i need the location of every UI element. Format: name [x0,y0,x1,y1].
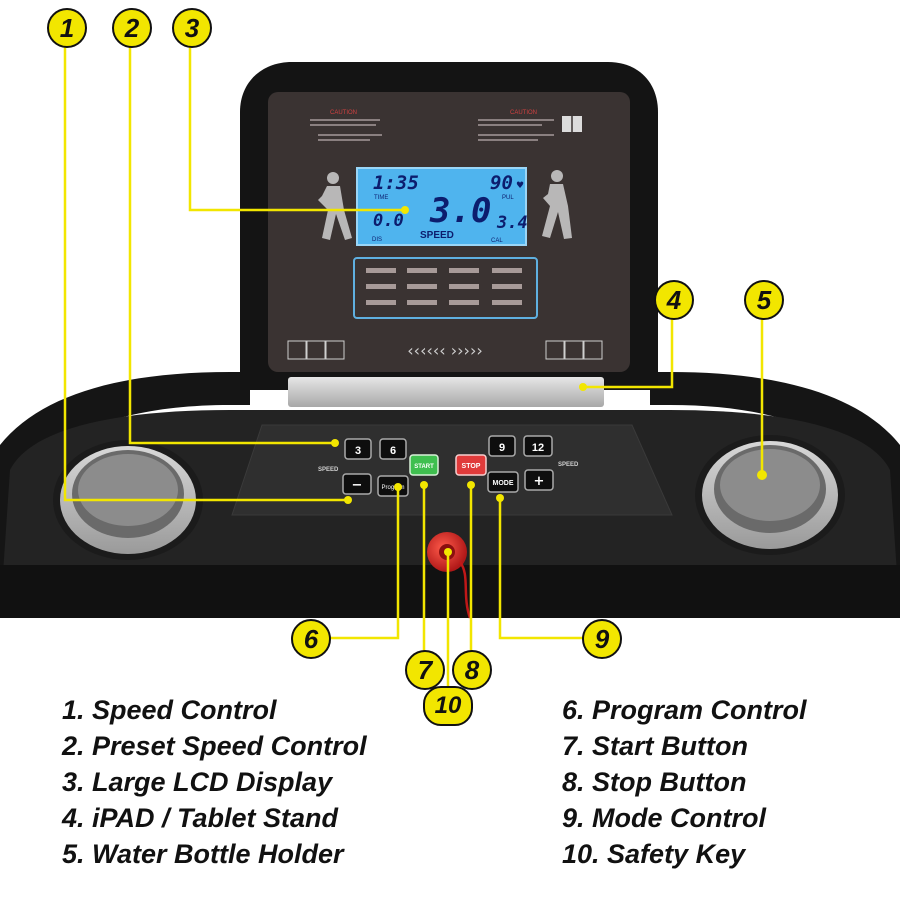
legend-item-program-control: 6. Program Control [562,695,807,725]
callout-3: 3 [172,8,212,48]
callout-2: 2 [112,8,152,48]
callout-leader-lines [63,26,764,702]
svg-text:CAUTION: CAUTION [330,110,357,116]
preset-speed-9-button[interactable]: 9 [488,435,516,457]
manual-book-icon [562,116,582,132]
callout-8: 8 [452,650,492,690]
console-panel [231,424,673,516]
lcd-time: 1:35 [373,172,419,194]
speed-label-left: SPEED [318,467,339,473]
lcd-calories-label: CAL [491,238,503,244]
preset-speed-3-button[interactable]: 3 [344,438,372,460]
legend-item-lcd-display: 3. Large LCD Display [62,767,333,797]
console-lower-band [0,565,900,618]
program-button[interactable]: Program [377,475,409,497]
lcd-time-label: TIME [374,195,388,201]
legend-item-speed-control: 1. Speed Control [62,695,277,725]
callout-dots [331,206,767,556]
svg-text:Program: Program [381,485,404,491]
chevron-row-icon: ‹‹‹‹‹‹ ››››› [407,341,482,360]
callout-6: 6 [291,619,331,659]
callout-4: 4 [654,280,694,320]
caution-right: CAUTION [478,110,554,141]
svg-text:−: − [352,478,363,493]
lcd-distance: 0.0 [373,211,404,231]
runner-left-icon [318,172,352,240]
svg-text:9: 9 [499,442,505,454]
legend-item-water-bottle-holder: 5. Water Bottle Holder [62,839,344,869]
svg-text:CAUTION: CAUTION [510,110,537,116]
right-cup-holder [695,435,845,555]
caution-left: CAUTION [310,110,382,141]
callout-7: 7 [405,650,445,690]
legend-left: 1. Speed Control 2. Preset Speed Control… [62,692,367,872]
speed-up-button[interactable]: + [524,469,554,491]
stop-button[interactable]: STOP [455,454,487,476]
callout-9: 9 [582,619,622,659]
tablet-stand [288,377,604,407]
lcd-calories: 3.4 [496,213,528,233]
program-profile-panel [353,257,538,319]
mode-icons-right [545,340,603,360]
lcd-speed: 3.0 [429,191,491,231]
lcd-distance-label: DIS [372,237,382,243]
speed-down-button[interactable]: − [342,473,372,495]
callout-1: 1 [47,8,87,48]
svg-text:STOP: STOP [462,463,481,470]
preset-speed-6-button[interactable]: 6 [379,438,407,460]
svg-text:3: 3 [355,445,361,457]
legend-item-stop-button: 8. Stop Button [562,767,747,797]
legend-item-mode-control: 9. Mode Control [562,803,766,833]
svg-text:12: 12 [532,442,544,454]
legend-right: 6. Program Control 7. Start Button 8. St… [562,692,807,872]
lcd-pulse: 90 [490,172,513,194]
legend-item-tablet-stand: 4. iPAD / Tablet Stand [62,803,339,833]
legend-item-preset-speed-control: 2. Preset Speed Control [62,731,367,761]
legend-item-start-button: 7. Start Button [562,731,748,761]
speed-label-right: SPEED [558,462,579,468]
heart-icon: ♥ [516,181,524,191]
legend-item-safety-key: 10. Safety Key [562,839,746,869]
runner-right-icon [542,170,572,239]
svg-text:MODE: MODE [493,480,514,487]
svg-text:START: START [414,464,434,470]
lcd-display: 1:35 TIME 90 ♥ PUL 3.0 SPEED 0.0 DIS 3.4… [356,167,528,246]
preset-speed-12-button[interactable]: 12 [523,435,553,457]
start-button[interactable]: START [409,454,439,476]
lcd-pulse-label: PUL [502,195,514,201]
mode-icons-left [287,340,345,360]
mode-button[interactable]: MODE [487,471,519,493]
lcd-speed-label: SPEED [420,230,454,241]
callout-5: 5 [744,280,784,320]
callout-10: 10 [423,686,473,726]
svg-text:6: 6 [390,445,396,457]
svg-text:+: + [534,474,545,489]
